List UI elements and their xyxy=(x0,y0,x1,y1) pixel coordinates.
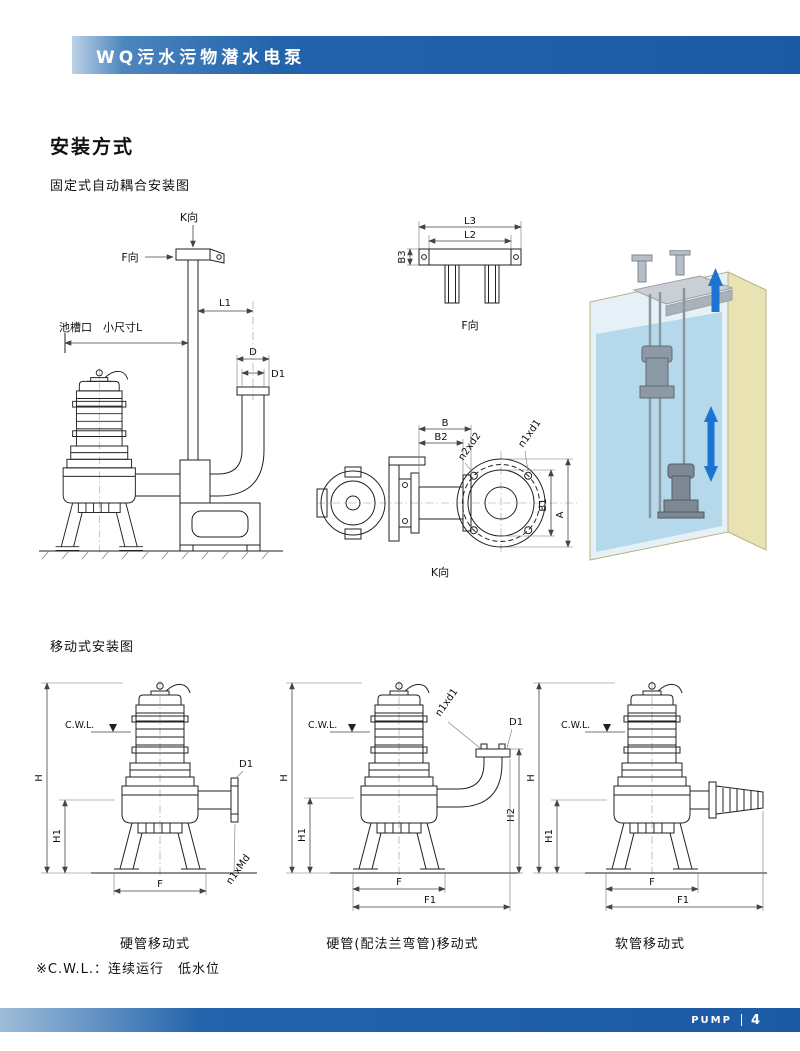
bolts-n1xd1-label: n1xd1 xyxy=(516,418,543,450)
cwl-footnote: ※C.W.L.：连续运行 低水位 xyxy=(36,962,220,977)
dim-b2-label: B2 xyxy=(434,432,447,443)
mobile-hose-drawing: H H1 C.W.L. F F1 xyxy=(526,680,767,911)
lift-direction-arrows xyxy=(704,268,723,482)
water-level-mark xyxy=(348,724,356,732)
dim-d1-label: D1 xyxy=(509,717,523,728)
cwl-label: C.W.L. xyxy=(65,720,94,731)
cwl-label: C.W.L. xyxy=(561,720,590,731)
dim-h-label: H xyxy=(35,774,45,782)
dim-f-label: F xyxy=(157,879,163,890)
view-f-label: F向 xyxy=(121,250,138,264)
footer-page-number: 4 xyxy=(750,1012,760,1028)
submersible-pump-figure xyxy=(352,680,446,878)
mobile-elbow-caption: 硬管(配法兰弯管)移动式 xyxy=(326,937,479,952)
dim-b1-label: B1 xyxy=(538,498,549,511)
bracket-top-view-drawing: L3 L2 B3 F向 xyxy=(397,216,522,332)
submersible-pump-figure xyxy=(55,367,144,555)
view-f-caption: F向 xyxy=(461,318,478,332)
mobile-rigid-caption: 硬管移动式 xyxy=(119,937,190,952)
bolts-n1xmd-label: n1xMd xyxy=(224,853,252,887)
coupling-view-drawing: B B2 n2xd2 n1xd1 B1 A K向 xyxy=(316,418,577,579)
mobile-section-caption: 移动式安装图 xyxy=(50,640,135,655)
dim-h1-label: H1 xyxy=(297,828,308,842)
dim-b-label: B xyxy=(442,418,449,429)
coupling-bracket xyxy=(388,456,426,542)
pipe-fittings xyxy=(631,250,691,283)
guide-rail-bracket xyxy=(175,248,225,264)
flanged-elbow xyxy=(437,743,511,808)
discharge-flange xyxy=(198,777,239,823)
dim-f1-label: F1 xyxy=(424,895,436,906)
submersible-pump-figure xyxy=(113,680,207,878)
dim-f-label: F xyxy=(649,877,655,888)
submersible-pump-figure xyxy=(605,680,699,878)
dim-b3-label: B3 xyxy=(397,250,408,263)
hose-coupling xyxy=(690,781,764,819)
tank-opening-label: 池槽口 小尺寸L xyxy=(59,320,143,334)
bolts-n2xd2-label: n2xd2 xyxy=(456,431,483,463)
mobile-rigid-pipe-drawing: H H1 C.W.L. D1 n1xMd F xyxy=(35,680,257,895)
dim-f-label: F xyxy=(396,877,402,888)
footer-brand: PUMP xyxy=(691,1014,732,1026)
bracket-body xyxy=(418,248,522,304)
water-level-mark xyxy=(603,724,611,732)
dim-l3-label: L3 xyxy=(464,216,476,227)
dim-l1-label: L1 xyxy=(219,298,231,309)
dim-d1-label: D1 xyxy=(239,759,253,770)
guide-rail xyxy=(187,260,199,460)
fixed-section-caption: 固定式自动耦合安装图 xyxy=(50,179,191,194)
bolts-n1xd1-label: n1xd1 xyxy=(433,687,460,719)
dim-d-label: D xyxy=(249,347,257,358)
dim-h1-label: H1 xyxy=(52,829,63,843)
dim-a-label: A xyxy=(555,511,566,518)
pump-being-lowered xyxy=(639,345,675,399)
page-title: 安装方式 xyxy=(50,136,135,158)
fixed-installation-drawing: K向 F向 L1 池槽口 小尺寸L xyxy=(39,210,285,560)
dim-d1-label: D1 xyxy=(271,369,285,380)
dim-h1-label: H1 xyxy=(544,829,555,843)
tank-right-wall xyxy=(727,271,767,551)
guide-claw xyxy=(316,466,386,540)
installation-illustration xyxy=(589,250,767,561)
ground-hatching xyxy=(41,550,270,560)
dim-h2-label: H2 xyxy=(506,808,517,822)
pump-installed xyxy=(657,463,705,519)
water-level-mark xyxy=(109,724,117,732)
page-header-title: WQ污水污物潜水电泵 xyxy=(96,47,306,68)
footer-divider xyxy=(740,1014,742,1026)
dim-h-label: H xyxy=(280,774,290,782)
dim-f1-label: F1 xyxy=(677,895,689,906)
page-footer-bar: PUMP 4 xyxy=(0,1008,800,1032)
dim-l2-label: L2 xyxy=(464,230,476,241)
discharge-flange-face xyxy=(456,458,546,548)
dim-h-label: H xyxy=(526,774,537,782)
auto-coupling-and-riser xyxy=(135,386,270,552)
mobile-flange-elbow-drawing: H H1 C.W.L. D1 n1xd1 H2 F F1 xyxy=(280,680,523,911)
view-k-caption: K向 xyxy=(431,565,449,579)
view-k-label: K向 xyxy=(180,210,198,224)
mobile-hose-caption: 软管移动式 xyxy=(614,937,685,952)
page-header-bar: WQ污水污物潜水电泵 xyxy=(72,36,800,74)
cwl-label: C.W.L. xyxy=(308,720,337,731)
